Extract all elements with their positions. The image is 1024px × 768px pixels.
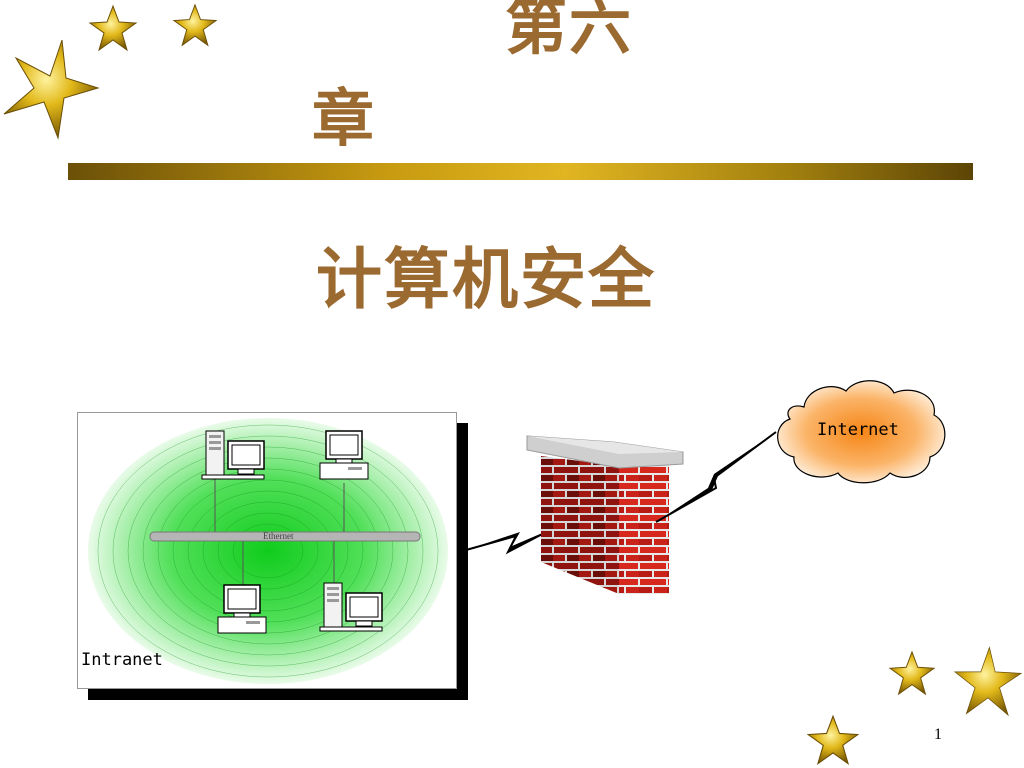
star-icon-bottom-right-3 [806, 714, 860, 766]
desktop-computer-icon-top-right [319, 430, 369, 480]
firewall-icon [526, 435, 684, 594]
intranet-box [77, 412, 457, 689]
star-icon-large-top-left [3, 39, 100, 140]
intranet-label: Intranet [81, 650, 163, 670]
star-icon-small-top-2 [172, 3, 218, 47]
title-divider-bar [68, 163, 973, 180]
internet-label: Internet [817, 420, 899, 440]
cloud-icon [777, 380, 946, 484]
server-computer-icon-bottom-right [319, 582, 383, 632]
ethernet-label: Ethernet [263, 531, 294, 541]
page-title-line2: 章 [312, 82, 377, 155]
slide-subtitle: 计算机安全 [316, 241, 656, 318]
server-computer-icon-top-left [201, 430, 265, 480]
page-title-line1: 第六 [505, 0, 634, 63]
star-icon-bottom-right-1 [888, 650, 936, 696]
star-icon-bottom-right-2 [953, 646, 1023, 717]
lightning-link-icon-right [655, 431, 777, 523]
star-icon-small-top-1 [88, 4, 138, 52]
desktop-computer-icon-bottom-left [217, 584, 267, 634]
page-number: 1 [934, 726, 942, 743]
lightning-link-icon-left [465, 527, 555, 555]
